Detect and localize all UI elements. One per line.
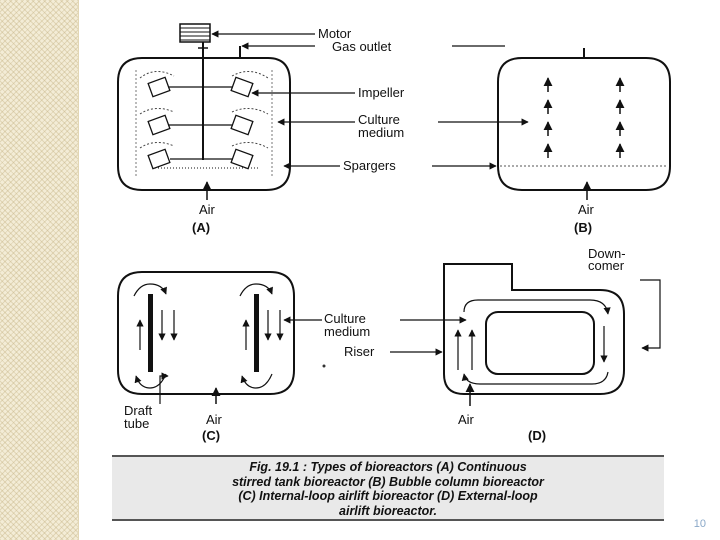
loop-flow-c bbox=[133, 283, 284, 389]
downcomer-label-2: comer bbox=[588, 258, 625, 273]
panel-b-bubble-column: Air (B) bbox=[497, 48, 671, 235]
panel-d-label: (D) bbox=[528, 428, 546, 443]
panel-b-label: (B) bbox=[574, 220, 592, 235]
culture-medium-label-cd-1: Culture bbox=[324, 311, 366, 326]
tank-c-vessel bbox=[117, 271, 295, 395]
mixing-flow-arcs bbox=[139, 71, 269, 149]
tank-d-outer bbox=[443, 263, 625, 395]
panel-a-stirred-tank: Air (A) bbox=[117, 23, 291, 235]
air-label-c: Air bbox=[206, 412, 223, 427]
draft-tube-right bbox=[254, 294, 259, 372]
air-label-d: Air bbox=[458, 412, 475, 427]
figure-caption: Fig. 19.1 : Types of bioreactors (A) Con… bbox=[112, 455, 664, 521]
caption-line-3: (C) Internal-loop airlift bioreactor (D)… bbox=[238, 489, 538, 503]
motor-icon bbox=[179, 23, 211, 43]
panel-a-label: (A) bbox=[192, 220, 210, 235]
tank-b-vessel bbox=[497, 57, 671, 191]
impeller-label: Impeller bbox=[358, 85, 405, 100]
draft-tube-left bbox=[148, 294, 153, 372]
culture-medium-label-ab-1: Culture bbox=[358, 112, 400, 127]
panel-c-internal-loop: Air (C) Draft tube bbox=[117, 271, 295, 443]
gas-outlet-label: Gas outlet bbox=[332, 39, 392, 54]
riser-label: Riser bbox=[344, 344, 375, 359]
air-label-a: Air bbox=[199, 202, 216, 217]
caption-line-1: Fig. 19.1 : Types of bioreactors (A) Con… bbox=[249, 460, 527, 474]
culture-medium-label-cd-2: medium bbox=[324, 324, 370, 339]
air-label-b: Air bbox=[578, 202, 595, 217]
leader-lines-cd bbox=[283, 279, 661, 356]
draft-tube-label-2: tube bbox=[124, 416, 149, 431]
bioreactor-figure: Air (A) Motor Gas outlet Impeller Cultur… bbox=[100, 0, 700, 450]
caption-line-2: stirred tank bioreactor (B) Bubble colum… bbox=[232, 474, 544, 489]
culture-medium-label-ab-2: medium bbox=[358, 125, 404, 140]
decorative-side-strip bbox=[0, 0, 79, 540]
draft-tube-leader bbox=[159, 372, 169, 404]
bubble-arrows-b bbox=[543, 77, 625, 158]
motor-label: Motor bbox=[318, 26, 352, 41]
spargers-label: Spargers bbox=[343, 158, 396, 173]
draft-tube-label-1: Draft bbox=[124, 403, 153, 418]
panel-c-label: (C) bbox=[202, 428, 220, 443]
caption-line-4: airlift bioreactor. bbox=[339, 503, 437, 518]
page-number: 10 bbox=[693, 518, 706, 530]
impeller-icon bbox=[147, 76, 254, 170]
loop-flow-d bbox=[454, 299, 611, 385]
leader-lines-ab bbox=[211, 30, 529, 170]
downcomer-label-1: Down- bbox=[588, 246, 626, 261]
tank-d-inner-loop bbox=[485, 311, 595, 375]
panel-d-external-loop: Air (D) bbox=[443, 263, 625, 443]
